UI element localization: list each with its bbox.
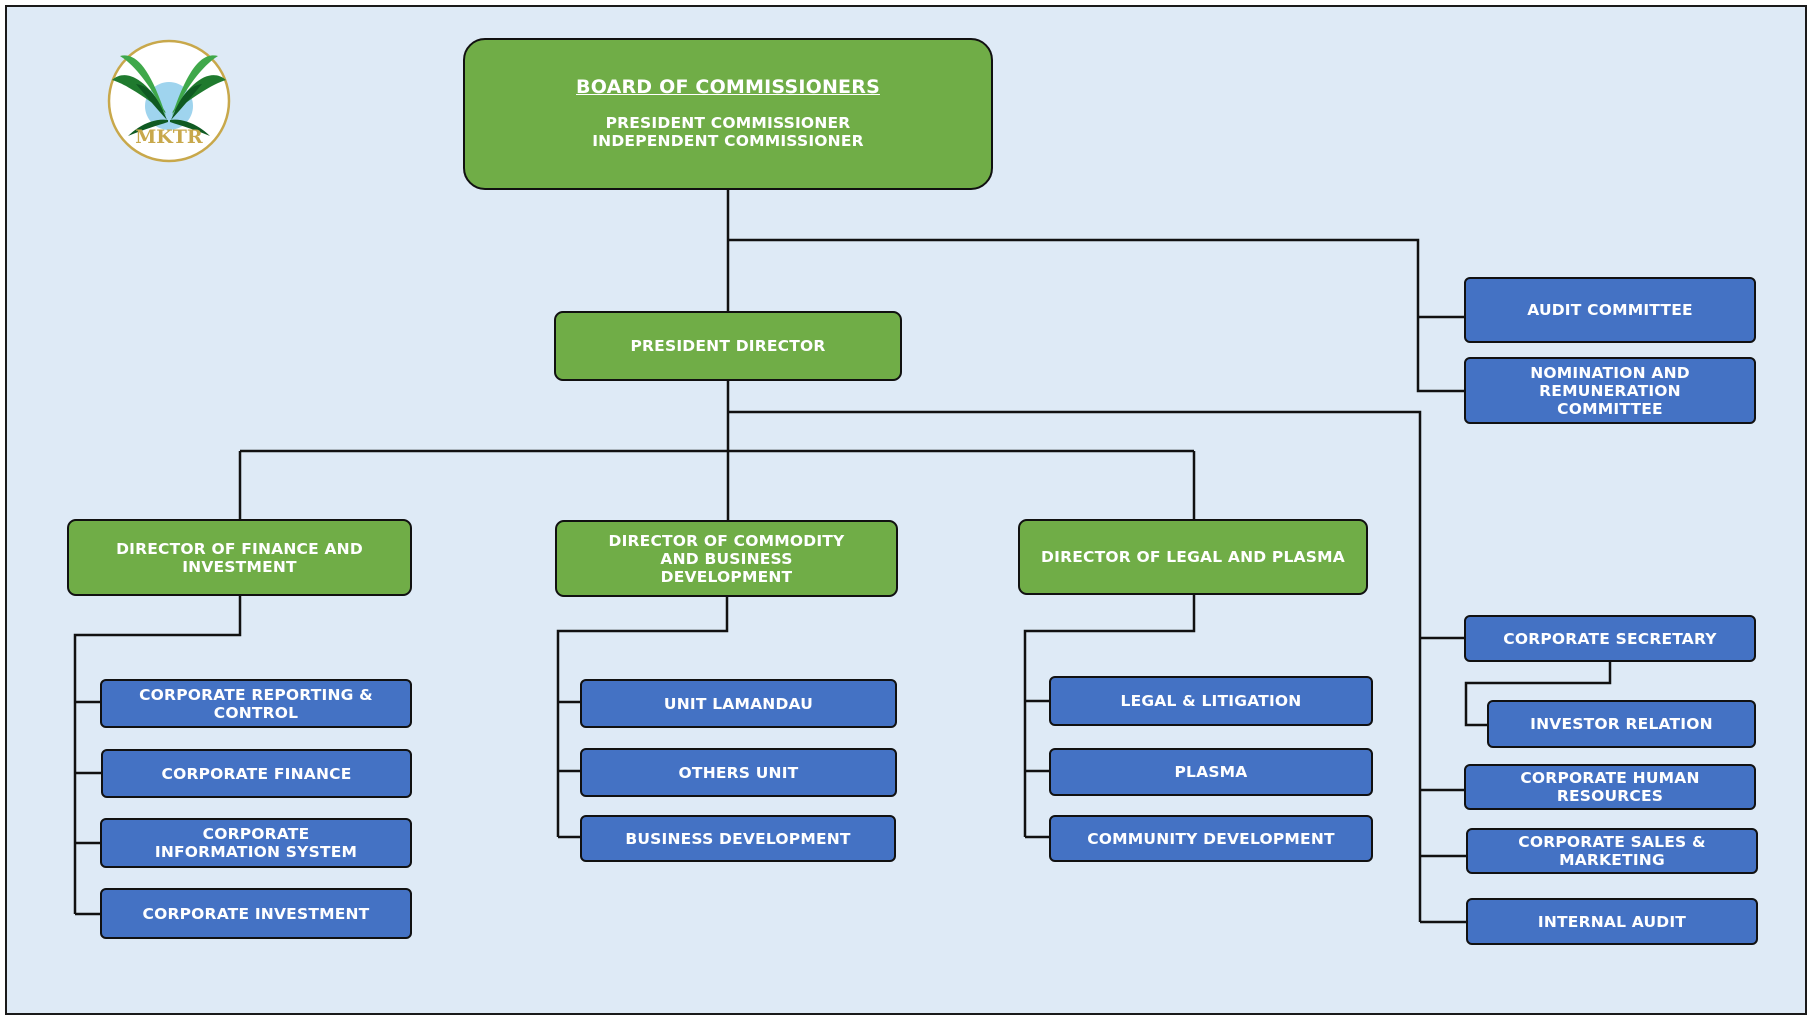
unit-business-development: BUSINESS DEVELOPMENT: [580, 815, 896, 862]
unit-corporate-investment: CORPORATE INVESTMENT: [100, 888, 412, 939]
director-finance-investment: DIRECTOR OF FINANCE AND INVESTMENT: [67, 519, 412, 596]
board-line-president-commissioner: PRESIDENT COMMISSIONER: [605, 114, 851, 132]
line-finance-units: [73, 596, 242, 916]
unit-community-development: COMMUNITY DEVELOPMENT: [1049, 815, 1373, 862]
board-of-commissioners: BOARD OF COMMISSIONERS PRESIDENT COMMISS…: [463, 38, 993, 190]
unit-corporate-sales-marketing: CORPORATE SALES & MARKETING: [1466, 828, 1758, 874]
unit-plasma: PLASMA: [1049, 748, 1373, 796]
unit-corporate-finance: CORPORATE FINANCE: [101, 749, 412, 798]
unit-legal-litigation: LEGAL & LITIGATION: [1049, 676, 1373, 726]
director-commodity-business-development: DIRECTOR OF COMMODITY AND BUSINESS DEVEL…: [555, 520, 898, 597]
logo-text: MKTR: [135, 126, 203, 148]
nomination-remuneration-committee: NOMINATION AND REMUNERATION COMMITTEE: [1464, 357, 1756, 424]
line-commodity-units: [556, 597, 729, 839]
line-president-to-directors: [238, 381, 1196, 521]
line-legal-units: [1023, 595, 1196, 839]
line-secretary-to-investor: [1464, 662, 1612, 727]
unit-corporate-human-resources: CORPORATE HUMAN RESOURCES: [1464, 764, 1756, 810]
mktr-logo: MKTR: [107, 39, 231, 163]
unit-investor-relation: INVESTOR RELATION: [1487, 700, 1756, 748]
unit-internal-audit: INTERNAL AUDIT: [1466, 898, 1758, 945]
unit-corporate-information-system: CORPORATE INFORMATION SYSTEM: [100, 818, 412, 868]
board-line-independent-commissioner: INDEPENDENT COMMISSIONER: [592, 132, 864, 150]
director-legal-plasma: DIRECTOR OF LEGAL AND PLASMA: [1018, 519, 1368, 595]
audit-committee: AUDIT COMMITTEE: [1464, 277, 1756, 343]
board-title: BOARD OF COMMISSIONERS: [576, 76, 880, 98]
line-board-committees: [728, 238, 1465, 393]
unit-corporate-secretary: CORPORATE SECRETARY: [1464, 615, 1756, 662]
unit-others: OTHERS UNIT: [580, 748, 897, 797]
line-president-to-staff: [728, 410, 1467, 924]
unit-corporate-reporting-control: CORPORATE REPORTING & CONTROL: [100, 679, 412, 728]
unit-lamandau: UNIT LAMANDAU: [580, 679, 897, 728]
president-director: PRESIDENT DIRECTOR: [554, 311, 902, 381]
